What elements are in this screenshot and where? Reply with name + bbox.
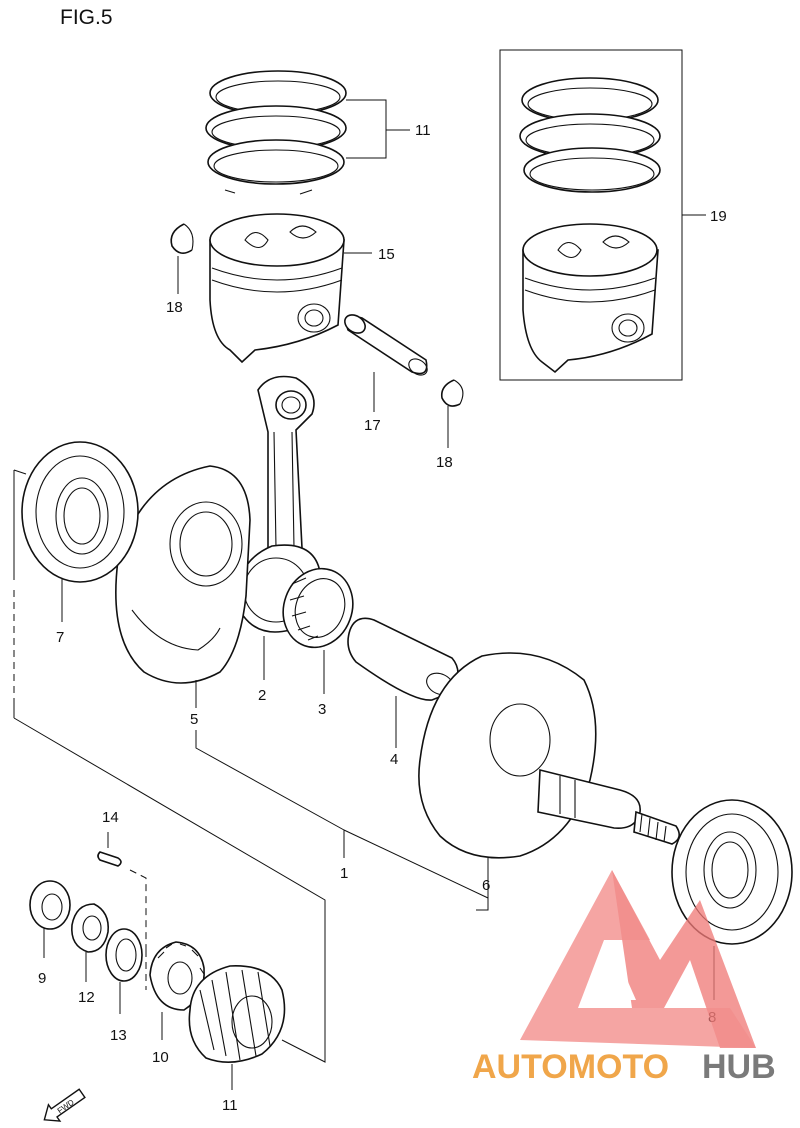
gear-10 xyxy=(149,941,205,1011)
callout-4: 4 xyxy=(390,751,398,768)
forward-arrow-icon: FWD xyxy=(43,1088,86,1122)
crank-web-right xyxy=(418,652,680,859)
piston-ring-set xyxy=(205,70,347,195)
callout-5: 5 xyxy=(190,711,198,728)
callout-2: 2 xyxy=(258,687,266,704)
watermark-text-primary: AUTOMOTO xyxy=(472,1048,669,1086)
piston-pin xyxy=(344,314,428,376)
piston-kit xyxy=(519,77,661,374)
nut-12 xyxy=(71,903,110,953)
callout-1: 1 xyxy=(340,865,348,882)
callout-18-right: 18 xyxy=(436,454,453,471)
callout-12: 12 xyxy=(78,989,95,1006)
bearing-left xyxy=(21,441,139,583)
figure-title: FIG.5 xyxy=(60,6,113,29)
watermark-logo xyxy=(520,870,756,1048)
callout-15: 15 xyxy=(378,246,395,263)
gear-11 xyxy=(188,965,286,1063)
callout-13: 13 xyxy=(110,1027,127,1044)
callout-16: 11 xyxy=(415,122,431,139)
washer-13 xyxy=(105,928,143,982)
connecting-rod xyxy=(234,375,321,633)
circlip-right xyxy=(440,379,464,407)
crank-web-left xyxy=(95,465,251,684)
callout-10: 10 xyxy=(152,1049,169,1066)
circlip-left xyxy=(170,223,194,254)
needle-bearing xyxy=(282,567,354,649)
callout-19: 19 xyxy=(710,208,727,225)
callout-9: 9 xyxy=(38,970,46,987)
key-14 xyxy=(97,851,122,867)
callout-18-left: 18 xyxy=(166,299,183,316)
callout-7: 7 xyxy=(56,629,64,646)
crank-pin xyxy=(347,617,459,701)
callout-6: 6 xyxy=(482,877,490,894)
watermark-text-secondary: HUB xyxy=(702,1048,776,1086)
oil-seal-9 xyxy=(29,880,71,930)
callout-14: 14 xyxy=(102,809,119,826)
callout-3: 3 xyxy=(318,701,326,718)
callout-11: 11 xyxy=(222,1097,238,1114)
callout-17: 17 xyxy=(364,417,381,434)
piston xyxy=(209,213,345,364)
